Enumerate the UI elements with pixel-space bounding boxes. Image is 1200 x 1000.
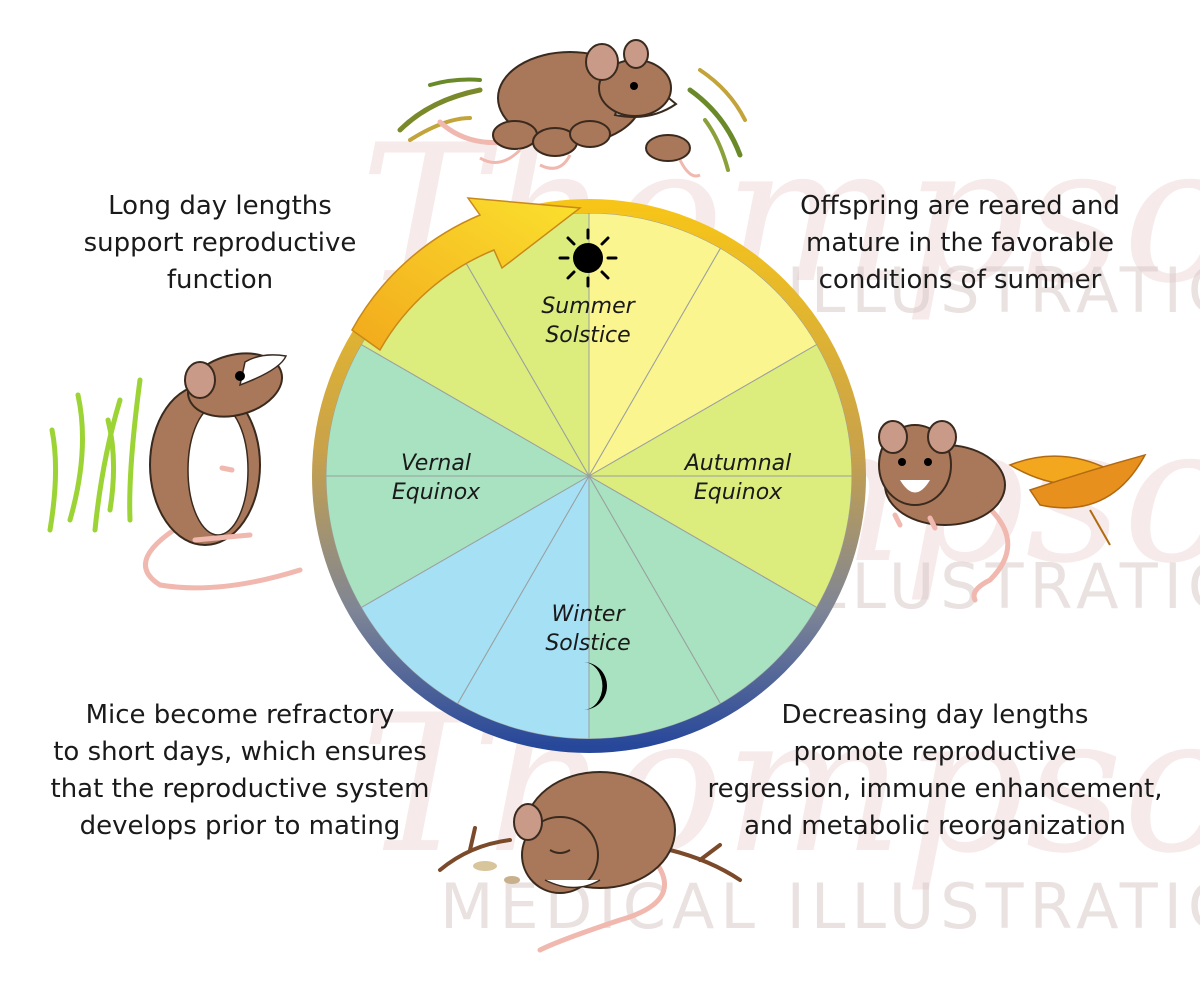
wheel-segment	[587, 475, 853, 609]
wheel-segment	[587, 247, 818, 478]
vernal-equinox-label-line1: Vernal	[401, 451, 471, 476]
summer-solstice-label-line2: Solstice	[545, 323, 630, 348]
grass-icon	[47, 377, 143, 533]
caption-bottom-left: Mice become refractory to short days, wh…	[50, 700, 430, 841]
cycle-arrow	[351, 197, 582, 352]
autumnal-equinox-label-line1: Autumnal	[683, 451, 792, 476]
sun-icon	[558, 228, 618, 288]
caption-top-right: Offspring are reared and mature in the f…	[800, 191, 1120, 295]
wheel-segment	[587, 343, 853, 477]
twig-icon	[438, 826, 742, 882]
wheel-segment	[360, 474, 591, 705]
winter-solstice-label-line2: Solstice	[545, 631, 630, 656]
leaf-icon	[1008, 453, 1147, 546]
crouching-mouse-illustration	[878, 420, 1147, 603]
mouse-family-illustration	[397, 39, 747, 178]
summer-solstice-label-line1: Summer	[541, 294, 636, 319]
wheel-segment	[588, 212, 722, 478]
winter-solstice-label-line1: Winter	[551, 602, 626, 627]
wheel-segment	[325, 475, 591, 609]
autumnal-equinox-label-line2: Equinox	[694, 480, 783, 505]
wheel-segment	[456, 474, 590, 740]
standing-mouse-illustration	[47, 352, 303, 591]
wheel-segment	[325, 343, 591, 477]
wheel-segment	[588, 474, 722, 740]
season-ring	[312, 199, 866, 753]
vernal-equinox-label-line2: Equinox	[392, 480, 481, 505]
caption-bottom-right: Decreasing day lengths promote reproduct…	[707, 700, 1163, 841]
season-wheel	[325, 212, 853, 740]
moon-icon	[583, 662, 607, 710]
caption-top-left: Long day lengths support reproductive fu…	[83, 191, 357, 295]
sleeping-mouse-illustration	[438, 771, 742, 953]
wheel-segment	[587, 474, 818, 705]
